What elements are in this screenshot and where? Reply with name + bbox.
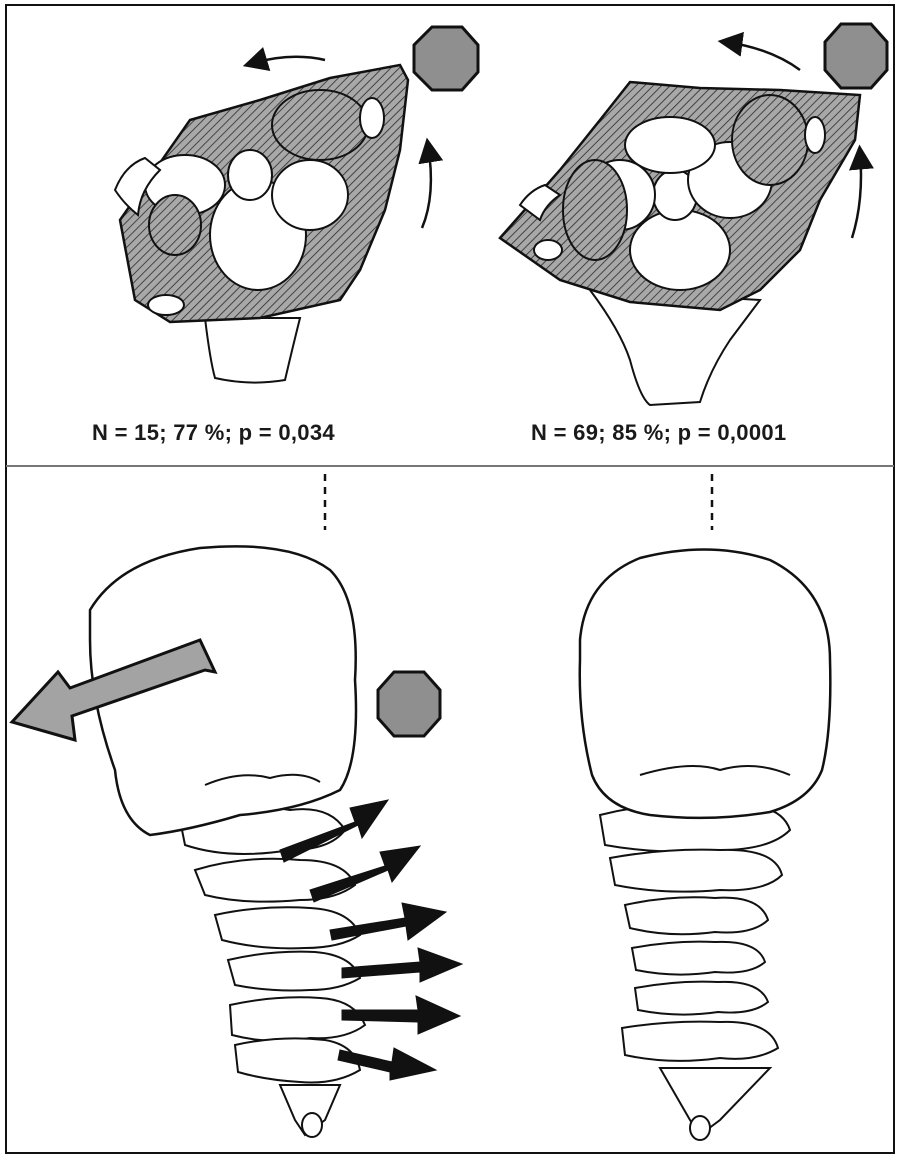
hole-right-b (534, 240, 562, 260)
grey-circle-icon (825, 24, 887, 88)
statistic-caption-right: N = 69; 85 %; p = 0,0001 (531, 420, 786, 446)
cervical-spine-left (180, 807, 365, 1137)
skull-right (580, 549, 831, 817)
curved-arrow-icon (852, 152, 861, 238)
hatched-lobe-right-b (732, 95, 808, 185)
vertebra-body-left (205, 318, 300, 383)
black-arrow-icon (342, 948, 462, 982)
cervical-spine-right (600, 804, 790, 1140)
statistic-caption-left: N = 15; 77 %; p = 0,034 (92, 420, 335, 446)
head-upright-right (580, 549, 831, 1140)
vertebra-axial-left (115, 65, 408, 383)
hatched-lobe-left-a (272, 90, 368, 160)
curved-arrow-icon (725, 42, 800, 70)
facet-left-b (272, 160, 348, 230)
grey-circle-icon (414, 27, 478, 90)
hole-left-a (360, 98, 384, 138)
hatched-lobe-right-a (563, 160, 627, 260)
facet-right-c (625, 117, 715, 173)
canal-right (630, 210, 730, 290)
vertebra-axial-right (500, 82, 860, 405)
grey-circle-icon (378, 672, 440, 736)
hole-right-a (805, 117, 825, 153)
hatched-lobe-left-b (149, 195, 201, 255)
foramen-left (228, 150, 272, 200)
curved-arrow-icon (422, 145, 431, 228)
hole-left-b (148, 295, 184, 315)
curved-arrow-icon (250, 57, 325, 64)
